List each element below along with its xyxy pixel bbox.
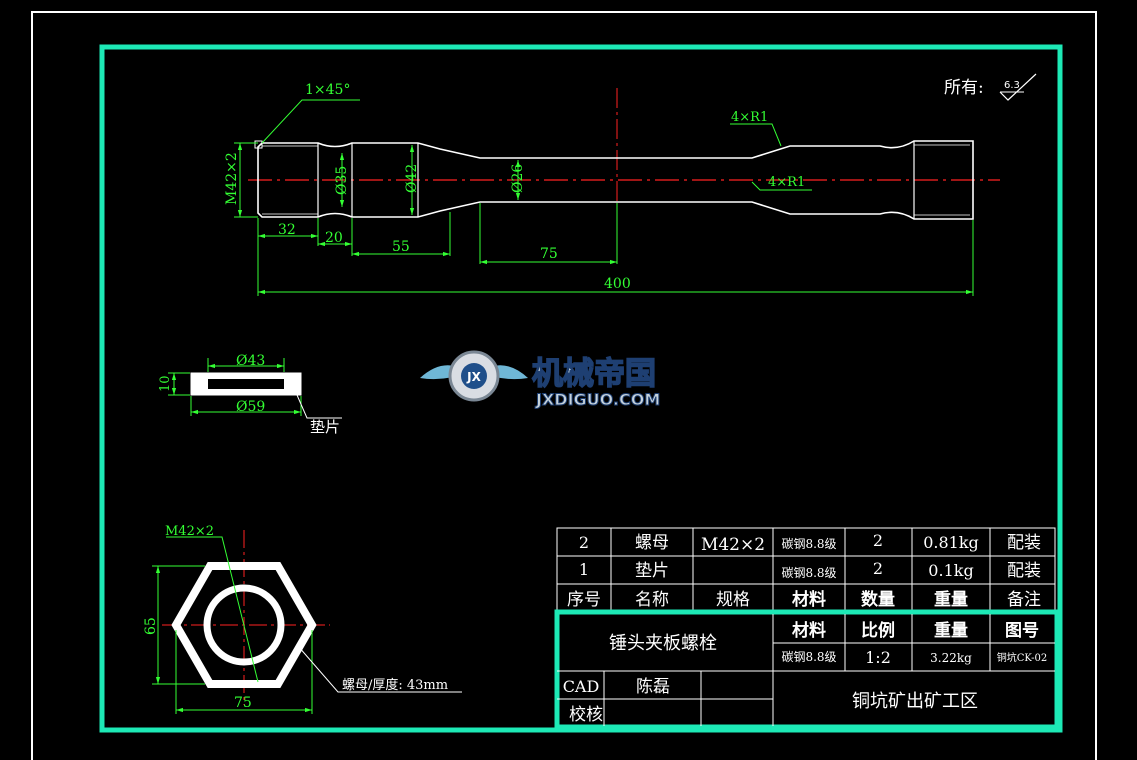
tb-label: 材料 [792, 620, 826, 641]
bom-cell: 0.81kg [923, 533, 979, 552]
length-20: 20 [325, 230, 343, 246]
chamfer-label: 1×45° [305, 82, 350, 98]
bom-header: 数量 [861, 589, 895, 610]
bom-header: 备注 [1007, 590, 1041, 610]
bom-header: 序号 [567, 590, 601, 610]
bom-cell: 配装 [1007, 561, 1041, 581]
outer-frame [31, 11, 1097, 760]
bom-cell: 2 [873, 559, 883, 578]
nut-width: 75 [234, 695, 252, 711]
nut-note: 螺母/厚度: 43mm [342, 677, 448, 693]
washer-outer-dia: Ø59 [236, 399, 265, 415]
bolt-dim-labels: 1×45° M42×2 Ø35 Ø42 Ø26 4×R1 4×R1 32 20 … [224, 82, 805, 292]
tb-value: 1:2 [865, 648, 891, 667]
tb-value: 碳钢8.8级 [781, 650, 836, 664]
radius-label-top: 4×R1 [731, 110, 768, 125]
washer-thickness: 10 [158, 375, 173, 392]
part-name: 锤头夹板螺栓 [609, 633, 717, 654]
bom-cell: 配装 [1007, 533, 1041, 553]
thread-label: M42×2 [224, 152, 240, 205]
watermark-name: 机械帝国 [532, 356, 656, 392]
bolt-dimensions [234, 99, 974, 296]
dia-42-label: Ø42 [404, 164, 420, 193]
nut-thread: M42×2 [165, 524, 214, 539]
washer-inner-dia: Ø43 [236, 353, 265, 369]
bom-table: 2 螺母 M42×2 碳钢8.8级 2 0.81kg 配装 1 垫片 碳钢8.8… [556, 527, 1056, 613]
bom-cell: M42×2 [701, 535, 765, 555]
inner-frame [99, 44, 1063, 733]
bom-cell: 2 [873, 531, 883, 550]
bom-cell: 碳钢8.8级 [781, 537, 836, 551]
bolt-outline [257, 140, 974, 220]
length-75: 75 [540, 246, 558, 262]
dia-35-label: Ø35 [334, 166, 350, 195]
length-55: 55 [392, 239, 410, 255]
bom-header: 规格 [716, 590, 750, 610]
bom-cell: 垫片 [635, 561, 669, 581]
tb-value: 3.22kg [930, 651, 972, 665]
bolt-view [248, 88, 1000, 240]
bom-cell: 0.1kg [928, 561, 973, 580]
length-32: 32 [278, 222, 296, 238]
bom-cell: 螺母 [635, 533, 669, 553]
company-name: 铜坑矿出矿工区 [852, 691, 978, 712]
bom-cell: 碳钢8.8级 [781, 566, 836, 580]
bom-header: 材料 [792, 589, 826, 610]
cad-name: 陈磊 [636, 677, 670, 697]
washer-view: Ø43 Ø59 10 垫片 [158, 353, 342, 436]
roughness-label: 所有: [944, 78, 984, 98]
radius-label-bottom: 4×R1 [768, 175, 805, 190]
bom-cell: 1 [579, 560, 589, 579]
tb-label: 重量 [934, 620, 968, 641]
tb-value: 铜坑CK-02 [997, 651, 1048, 664]
bom-cell: 2 [579, 533, 589, 552]
check-label: 校核 [569, 705, 603, 725]
watermark-emblem: JX [466, 370, 481, 384]
tb-label: 图号 [1005, 621, 1039, 641]
watermark-url: JXDIGUO.COM [535, 390, 660, 409]
length-400: 400 [604, 276, 631, 292]
bom-header: 重量 [934, 589, 968, 610]
nut-height: 65 [143, 617, 159, 635]
roughness-value: 6.3 [1004, 80, 1020, 91]
washer-name: 垫片 [310, 418, 340, 436]
nut-view: M42×2 65 75 螺母/厚度: 43mm [143, 524, 462, 714]
cad-label: CAD [563, 677, 600, 696]
bom-header: 名称 [635, 590, 669, 610]
dia-26-label: Ø26 [510, 164, 526, 193]
roughness-note: 所有: 6.3 [944, 73, 1037, 101]
watermark-logo: JX 机械帝国 JXDIGUO.COM [420, 350, 661, 410]
tb-label: 比例 [861, 620, 895, 641]
title-block: 锤头夹板螺栓 材料 比例 重量 图号 碳钢8.8级 1:2 3.22kg 铜坑C… [554, 609, 1060, 730]
